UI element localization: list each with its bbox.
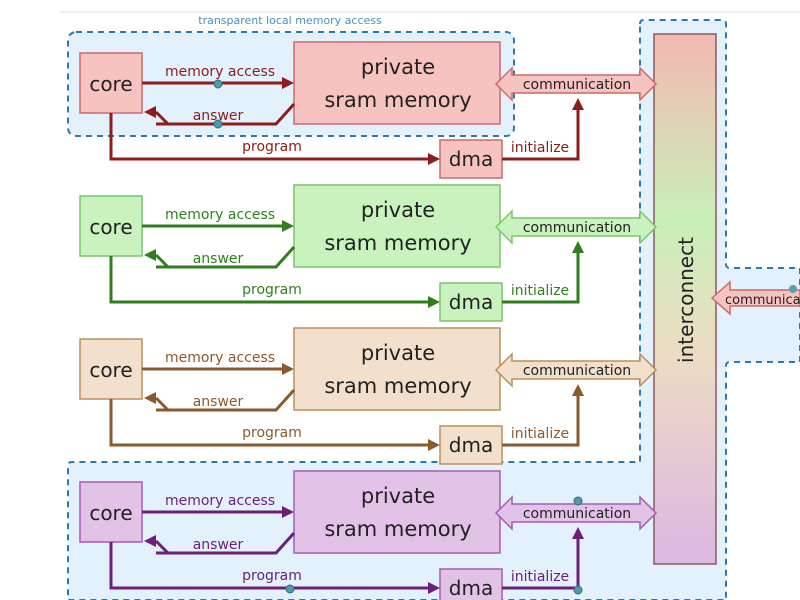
memory-label-line1: private [361, 55, 435, 79]
answer-arrowhead [144, 249, 156, 261]
program-arrowhead [428, 153, 440, 165]
program-label: program [242, 425, 302, 441]
dma-box [439, 139, 503, 179]
memory-access-label: memory access [165, 350, 275, 366]
communication-label: communication [523, 77, 631, 93]
initialize-arrow [502, 110, 580, 161]
communication-label: communication [523, 220, 631, 236]
program-label: program [242, 282, 302, 298]
program-arrow [109, 542, 428, 590]
communication-arrow [494, 495, 658, 531]
answer-arrow [156, 388, 296, 412]
memory-label-line2: sram memory [324, 374, 471, 398]
connector-dot [573, 585, 583, 595]
dma-label: dma [449, 576, 493, 600]
answer-arrow [156, 531, 296, 555]
external-connector-dot [789, 285, 797, 293]
answer-arrow [156, 102, 296, 126]
cluster-4: core private sram memory dma memory access an… [79, 470, 658, 600]
answer-label: answer [193, 108, 244, 124]
program-arrow [109, 113, 428, 161]
connector-dot [573, 496, 583, 506]
memory-access-arrowhead [282, 77, 294, 89]
communication-label: communication [523, 506, 631, 522]
communication-arrow [494, 352, 658, 388]
answer-arrowhead [144, 535, 156, 547]
communication-arrow [494, 209, 658, 245]
initialize-label: initialize [511, 140, 569, 156]
core-label: core [89, 358, 132, 382]
memory-access-label: memory access [165, 64, 275, 80]
answer-arrow [156, 245, 296, 269]
answer-arrow-bend [154, 539, 170, 555]
dma-label: dma [449, 147, 493, 171]
memory-label-line2: sram memory [324, 88, 471, 112]
initialize-arrow [502, 253, 580, 304]
initialize-arrowhead [572, 98, 584, 110]
memory-box [293, 184, 501, 268]
connector-dot [213, 119, 223, 129]
dma-box [439, 568, 503, 600]
initialize-arrowhead [572, 384, 584, 396]
answer-label: answer [193, 537, 244, 553]
memory-access-arrowhead [282, 506, 294, 518]
external-communication-arrow [710, 280, 800, 316]
program-arrowhead [428, 296, 440, 308]
initialize-label: initialize [511, 426, 569, 442]
interconnect-bar [653, 33, 717, 565]
cluster-1: core private sram memory dma memory access an… [79, 41, 658, 179]
initialize-label: initialize [511, 569, 569, 585]
answer-arrow-bend [154, 110, 170, 126]
program-label: program [242, 139, 302, 155]
memory-label-line2: sram memory [324, 231, 471, 255]
cluster-3: core private sram memory dma memory access an… [79, 327, 658, 465]
answer-arrowhead [144, 392, 156, 404]
memory-access-arrowhead [282, 363, 294, 375]
core-label: core [89, 501, 132, 525]
memory-label-line2: sram memory [324, 517, 471, 541]
interconnect-label: interconnect [674, 237, 698, 363]
program-arrowhead [428, 439, 440, 451]
initialize-label: initialize [511, 283, 569, 299]
program-arrow [109, 399, 428, 447]
program-arrow [109, 256, 428, 304]
cluster-2: core private sram memory dma memory access an… [79, 184, 658, 322]
answer-label: answer [193, 394, 244, 410]
connector-dot [285, 584, 295, 594]
core-box [79, 52, 143, 114]
memory-label-line1: private [361, 484, 435, 508]
core-label: core [89, 215, 132, 239]
connector-dot [213, 79, 223, 89]
answer-label: answer [193, 251, 244, 267]
memory-access-label: memory access [165, 493, 275, 509]
dma-label: dma [449, 433, 493, 457]
initialize-arrowhead [572, 241, 584, 253]
memory-box [293, 470, 501, 554]
initialize-arrow [502, 396, 580, 447]
answer-arrow-bend [154, 253, 170, 269]
memory-access-label: memory access [165, 207, 275, 223]
answer-arrow-bend [154, 396, 170, 412]
program-arrowhead [428, 582, 440, 594]
top-annotation: transparent local memory access [198, 14, 382, 27]
memory-access-arrowhead [282, 220, 294, 232]
answer-arrowhead [144, 106, 156, 118]
memory-label-line1: private [361, 341, 435, 365]
core-box [79, 481, 143, 543]
memory-label-line1: private [361, 198, 435, 222]
communication-label: communication [523, 363, 631, 379]
program-label: program [242, 568, 302, 584]
initialize-arrowhead [572, 527, 584, 539]
communication-arrow [494, 66, 658, 102]
dma-label: dma [449, 290, 493, 314]
core-label: core [89, 72, 132, 96]
external-communication-label: communication [725, 293, 800, 308]
